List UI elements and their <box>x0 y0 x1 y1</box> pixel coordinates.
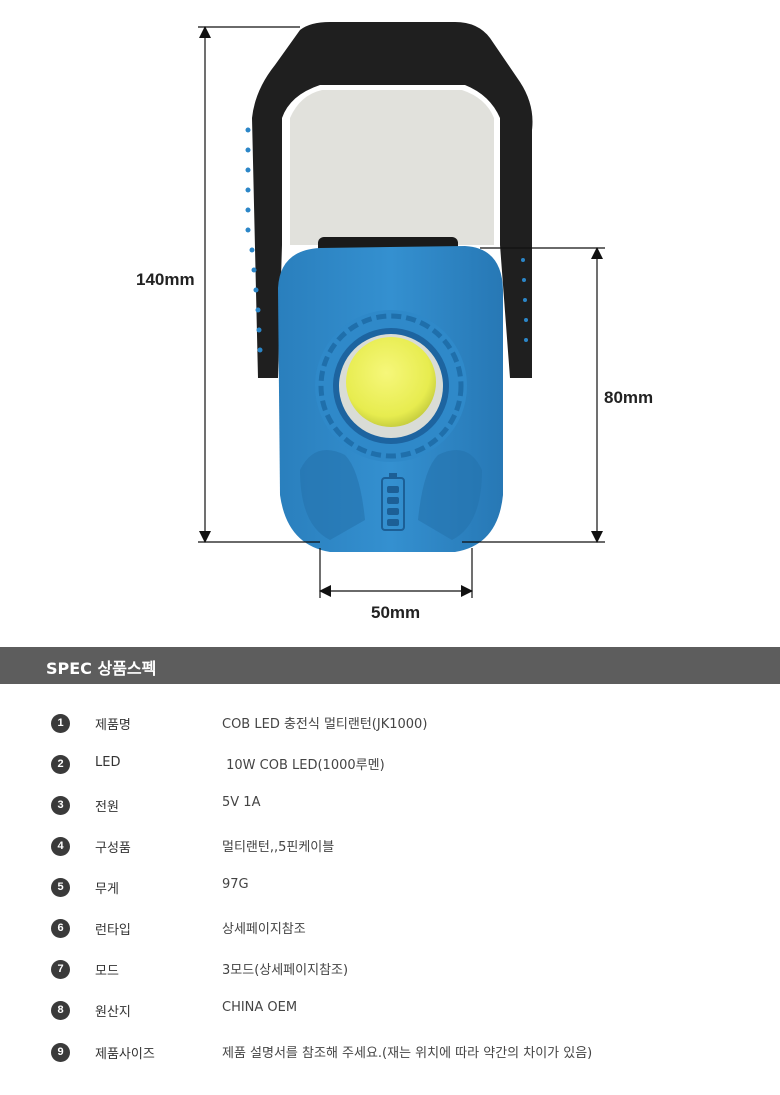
spec-row: 2 LED 10W COB LED(1000루멘) <box>0 751 780 781</box>
spec-row: 4 구성품 멀티랜턴,,5핀케이블 <box>0 833 780 863</box>
dimension-lines <box>198 26 605 598</box>
lantern-illustration <box>198 22 605 598</box>
spec-row: 5 무게 97G <box>0 874 780 904</box>
spec-header: SPEC 상품스펙 <box>0 647 780 684</box>
spec-row-number: 6 <box>51 919 70 938</box>
spec-row-number: 5 <box>51 878 70 897</box>
cob-led <box>346 337 436 427</box>
spec-row-label: 무게 <box>95 882 119 897</box>
spec-row-number: 2 <box>51 755 70 774</box>
dimension-height-total: 140mm <box>136 270 195 289</box>
spec-row-number: 3 <box>51 796 70 815</box>
led-ring <box>315 310 467 462</box>
spec-row-number: 8 <box>51 1001 70 1020</box>
spec-row-value: COB LED 충전식 멀티랜턴(JK1000) <box>222 717 428 732</box>
spec-row: 9 제품사이즈 제품 설명서를 참조해 주세요.(재는 위치에 따라 약간의 차이가… <box>0 1039 780 1069</box>
spec-row-number: 7 <box>51 960 70 979</box>
spec-row-number: 4 <box>51 837 70 856</box>
spec-row-label: LED <box>95 755 121 770</box>
spec-row: 8 원산지 CHINA OEM <box>0 997 780 1027</box>
dimension-height-body: 80mm <box>604 388 654 407</box>
spec-row-label: 구성품 <box>95 841 131 856</box>
spec-row-value: 5V 1A <box>222 795 261 810</box>
spec-row: 6 런타입 상세페이지참조 <box>0 915 780 945</box>
spec-row-label: 원산지 <box>95 1005 131 1020</box>
spec-row: 7 모드 3모드(상세페이지참조) <box>0 956 780 986</box>
spec-row-value: 멀티랜턴,,5핀케이블 <box>222 840 335 855</box>
spec-row-label: 제품사이즈 <box>95 1047 155 1062</box>
spec-row-number: 9 <box>51 1043 70 1062</box>
spec-row-value: 상세페이지참조 <box>222 922 306 937</box>
spec-row-value: 제품 설명서를 참조해 주세요.(재는 위치에 따라 약간의 차이가 있음) <box>222 1046 593 1061</box>
spec-row-label: 제품명 <box>95 718 131 733</box>
spec-row-value: CHINA OEM <box>222 1000 298 1015</box>
product-diagram: 140mm 80mm 50mm <box>136 22 654 622</box>
battery-indicator-icon <box>381 473 405 531</box>
spec-row: 1 제품명 COB LED 충전식 멀티랜턴(JK1000) <box>0 710 780 740</box>
spec-row-label: 런타입 <box>95 923 131 938</box>
spec-row-value: 10W COB LED(1000루멘) <box>222 758 385 773</box>
spec-row-value: 97G <box>222 877 249 892</box>
spec-row-value: 3모드(상세페이지참조) <box>222 963 349 978</box>
spec-row-label: 전원 <box>95 800 119 815</box>
spec-row-number: 1 <box>51 714 70 733</box>
spec-title: SPEC 상품스펙 <box>46 659 157 678</box>
spec-row: 3 전원 5V 1A <box>0 792 780 822</box>
spec-row-label: 모드 <box>95 964 119 979</box>
handle <box>245 22 533 378</box>
dimension-width: 50mm <box>371 603 421 622</box>
